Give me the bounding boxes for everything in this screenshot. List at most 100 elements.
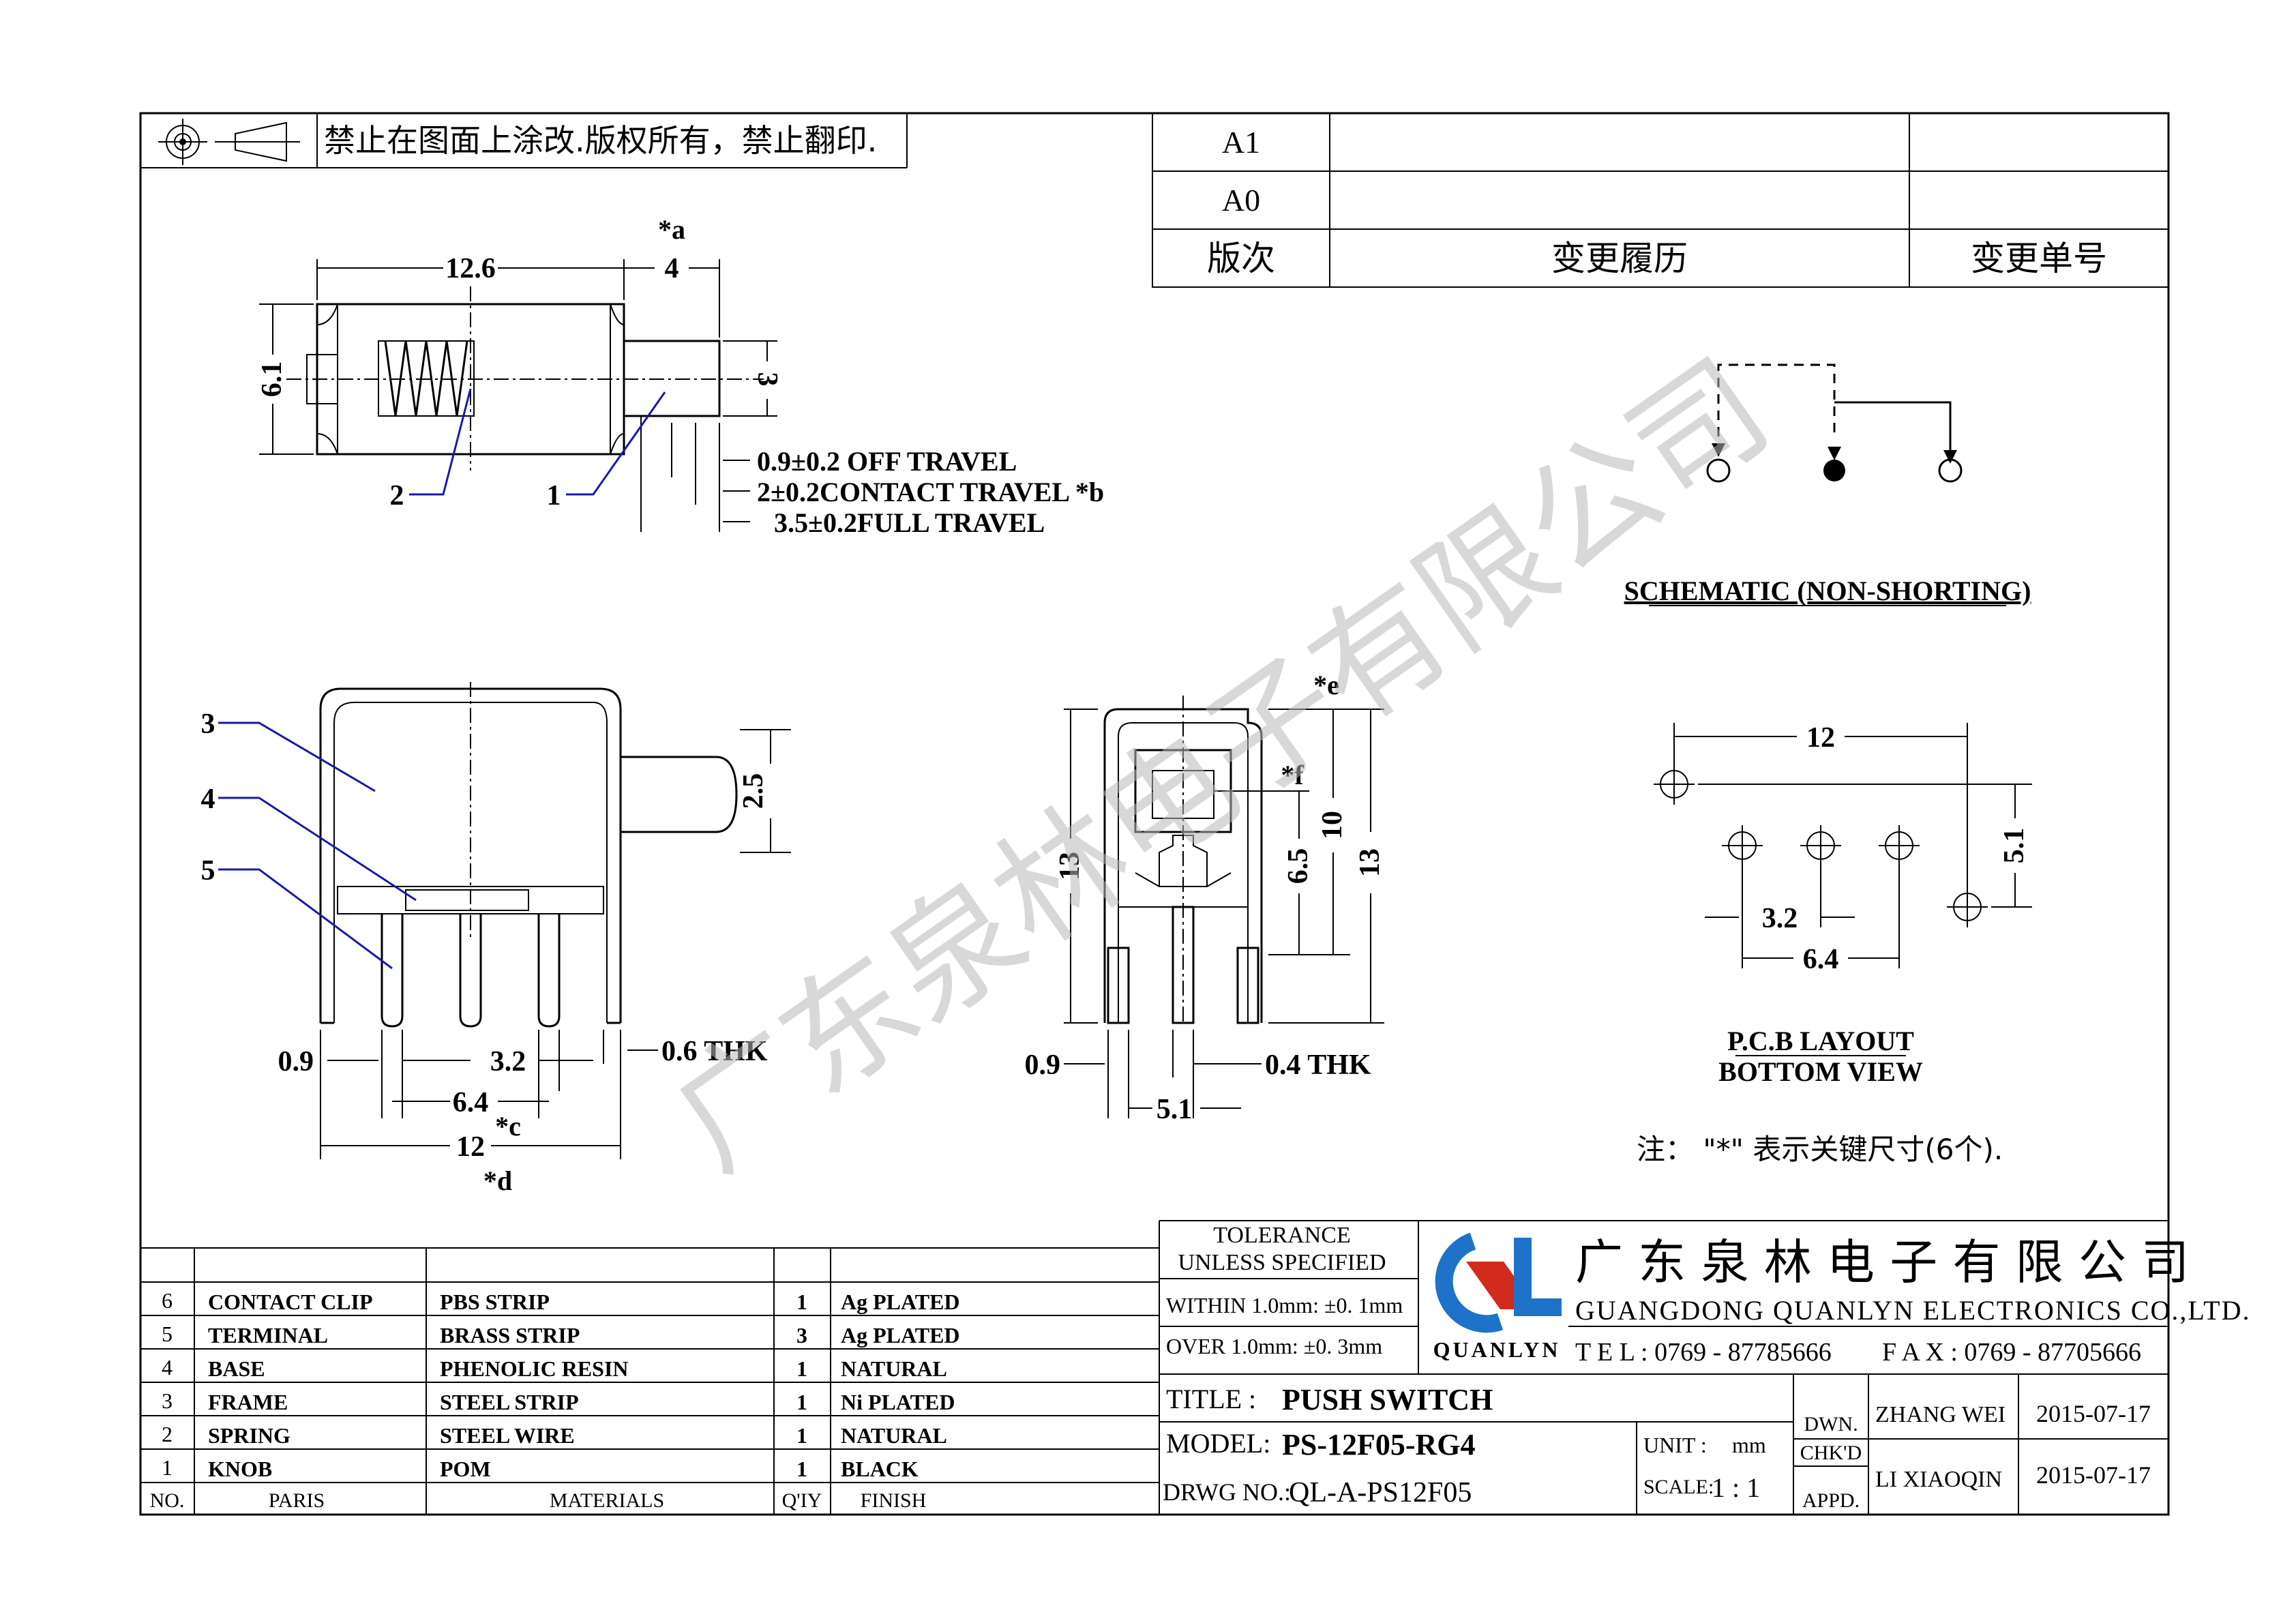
bom-qty: 1 <box>796 1390 807 1414</box>
bom-table <box>140 1221 1160 1515</box>
title-value: PUSH SWITCH <box>1282 1383 1493 1416</box>
bom-no: 4 <box>162 1355 173 1380</box>
company-name-en: GUANGDONG QUANLYN ELECTRONICS CO.,LTD. <box>1575 1295 2251 1326</box>
travel-full: 3.5±0.2FULL TRAVEL <box>774 507 1045 538</box>
pcb-layout-drawing <box>1654 764 1988 927</box>
tolerance-over: OVER 1.0mm: ±0. 3mm <box>1166 1334 1382 1358</box>
callout-1: 1 <box>547 480 561 511</box>
callout-2: 2 <box>390 480 404 511</box>
revision-a1: A1 <box>1222 125 1260 160</box>
bom-row: 2 SPRING STEEL WIRE 1 NATURAL <box>162 1422 947 1448</box>
key-e: *e <box>1313 670 1339 700</box>
bom-part: KNOB <box>208 1457 272 1481</box>
dim-side-height-left: 13 <box>1054 852 1086 880</box>
drwg-label: DRWG NO.: <box>1163 1478 1291 1506</box>
dim-side-thk: 0.4 THK <box>1265 1049 1371 1081</box>
bom-header-part: PARIS <box>269 1489 325 1512</box>
model-label: MODEL: <box>1166 1428 1270 1459</box>
revision-a0: A0 <box>1222 183 1260 218</box>
bom-no: 3 <box>162 1388 173 1413</box>
pcb-layout-dimensions: 12 5.1 3.2 6.4 <box>1673 722 2032 975</box>
dim-front-pitch: 3.2 <box>490 1046 526 1077</box>
front-view-callouts: 3 4 5 <box>201 709 417 970</box>
company-logo <box>1435 1232 1562 1333</box>
bom-finish: NATURAL <box>841 1356 947 1381</box>
title-label: TITLE : <box>1166 1384 1256 1414</box>
bom-finish: Ni PLATED <box>841 1390 955 1414</box>
dim-top-knob-length: 4 <box>665 253 679 284</box>
revision-header-history: 变更履历 <box>1551 239 1688 278</box>
bom-qty: 1 <box>796 1356 807 1381</box>
unit-label: UNIT : <box>1643 1433 1707 1457</box>
bom-qty: 3 <box>796 1323 807 1347</box>
bom-finish: BLACK <box>841 1457 919 1481</box>
bom-part: FRAME <box>208 1390 288 1414</box>
bom-material: PHENOLIC RESIN <box>440 1356 629 1381</box>
dim-front-width: 12 <box>456 1131 485 1163</box>
bom-material: PBS STRIP <box>440 1290 550 1314</box>
bom-row: 6 CONTACT CLIP PBS STRIP 1 Ag PLATED <box>162 1288 960 1314</box>
bom-part: CONTACT CLIP <box>208 1290 373 1314</box>
revision-header-rev: 版次 <box>1207 239 1275 278</box>
bom-finish: Ag PLATED <box>841 1323 960 1347</box>
dim-side-5-1: 5.1 <box>1157 1094 1193 1125</box>
top-view-drawing <box>286 286 764 471</box>
bom-header-no: NO. <box>150 1489 185 1512</box>
schematic-drawing <box>1706 363 1963 483</box>
bom-row: 5 TERMINAL BRASS STRIP 3 Ag PLATED <box>162 1322 960 1347</box>
drawn-date: 2015-07-17 <box>2036 1400 2151 1427</box>
copyright-notice: 禁止在图面上涂改.版权所有，禁止翻印. <box>324 122 877 159</box>
dim-side-10: 10 <box>1317 811 1348 839</box>
bom-no: 6 <box>162 1288 173 1313</box>
drwg-value: QL-A-PS12F05 <box>1289 1477 1472 1508</box>
pcb-title-1: P.C.B LAYOUT <box>1727 1026 1914 1056</box>
bom-qty: 1 <box>796 1290 807 1314</box>
callout-5: 5 <box>201 855 215 887</box>
front-view-drawing <box>319 682 738 1028</box>
revision-header-number: 变更单号 <box>1971 239 2107 278</box>
top-view-callouts: 2 1 <box>390 388 666 511</box>
bom-finish: NATURAL <box>841 1423 947 1448</box>
front-view-dimensions: 2.5 0.9 3.2 0.6 THK 6.4 *c 12 *d <box>278 729 791 1196</box>
checked-by: LI XIAOQIN <box>1875 1467 2002 1492</box>
dim-top-knob-dia: 3 <box>751 372 783 387</box>
bom-row: 1 KNOB POM 1 BLACK <box>162 1455 919 1481</box>
logo-text: QUANLYN <box>1433 1337 1561 1362</box>
appd-label: APPD. <box>1802 1489 1860 1512</box>
dim-front-span: 6.4 <box>453 1087 489 1118</box>
company-name-cn: 广 东 泉 林 电 子 有 限 公 司 <box>1575 1234 2189 1290</box>
callout-4: 4 <box>201 784 215 815</box>
pcb-dim-3-2: 3.2 <box>1762 903 1798 934</box>
callout-3: 3 <box>201 709 215 740</box>
title-block <box>1159 1220 2168 1515</box>
projection-symbol-icon <box>158 119 300 165</box>
pcb-dim-12: 12 <box>1806 722 1835 754</box>
dim-front-knob: 2.5 <box>738 773 769 809</box>
bom-no: 1 <box>162 1455 173 1480</box>
bom-header-row: NO. PARIS MATERIALS Q'IY FINISH <box>150 1489 927 1512</box>
bom-finish: Ag PLATED <box>841 1290 960 1314</box>
bom-header-qty: Q'IY <box>782 1489 822 1512</box>
key-a: *a <box>658 214 685 245</box>
bom-header-finish: FINISH <box>861 1489 927 1512</box>
key-c: *c <box>495 1111 521 1142</box>
dwn-label: DWN. <box>1804 1413 1858 1435</box>
bom-no: 2 <box>162 1422 173 1446</box>
bom-part: BASE <box>208 1356 265 1381</box>
key-d: *d <box>483 1165 512 1196</box>
model-value: PS-12F05-RG4 <box>1282 1428 1476 1461</box>
dim-top-length: 12.6 <box>445 253 496 284</box>
top-view-dimensions: 12.6 4 *a 6.1 3 0.9±0.2 OFF TRAVEL 2±0.2… <box>256 214 1104 538</box>
bom-material: BRASS STRIP <box>440 1323 580 1347</box>
bom-qty: 1 <box>796 1423 807 1448</box>
bom-material: POM <box>440 1457 491 1481</box>
bom-row: 3 FRAME STEEL STRIP 1 Ni PLATED <box>162 1388 955 1414</box>
key-f: *f <box>1281 760 1304 790</box>
dim-side-height-right: 13 <box>1354 848 1386 877</box>
pcb-dim-5-1: 5.1 <box>1999 828 2030 864</box>
bom-material: STEEL WIRE <box>440 1423 575 1448</box>
dim-front-thk: 0.6 THK <box>661 1036 768 1067</box>
tolerance-sublabel: UNLESS SPECIFIED <box>1178 1250 1386 1275</box>
tolerance-within: WITHIN 1.0mm: ±0. 1mm <box>1166 1293 1403 1317</box>
bom-part: SPRING <box>208 1423 290 1448</box>
